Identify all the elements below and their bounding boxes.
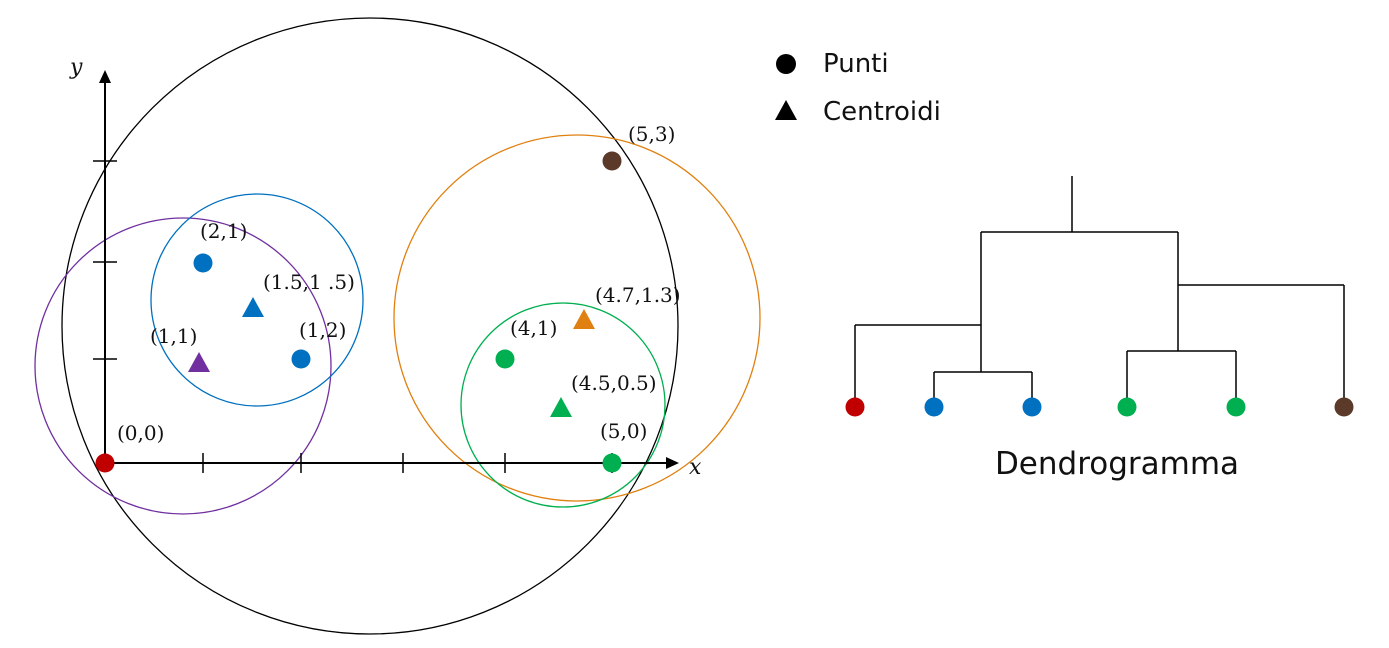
centroid-4.5-0.5 [550, 397, 572, 417]
point-1-2 [291, 349, 311, 369]
y-axis-label: y [69, 55, 83, 80]
y-axis-arrow [99, 70, 111, 83]
centroids [188, 297, 595, 417]
dendrogram [854, 176, 1345, 407]
cluster-circles [34, 17, 761, 635]
point-label: (5,3) [628, 122, 675, 146]
dendrogram-leaf-blue [924, 397, 944, 417]
centroid-labels: (1.5,1 .5) (1,1) (4.5,0.5) (4.7,1.3) [150, 270, 681, 395]
dendrogram-leaves [845, 397, 1354, 417]
centroid-4.7-1.3 [573, 309, 595, 329]
point-label: (4,1) [510, 316, 557, 340]
point-5-0 [602, 453, 622, 473]
point-5-3 [602, 151, 622, 171]
point-4-1 [495, 349, 515, 369]
centroid-1.5-1.5 [242, 297, 264, 317]
point-label: (2,1) [200, 219, 247, 243]
legend-points-label: Punti [823, 49, 889, 79]
legend-point-marker [776, 54, 796, 74]
dendrogram-leaf-red [845, 397, 865, 417]
dendrogram-leaf-green [1226, 397, 1246, 417]
x-axis-label: x [689, 455, 702, 480]
centroid-label: (4.5,0.5) [571, 371, 657, 395]
x-axis-arrow [666, 457, 679, 469]
centroid-1-1 [188, 352, 210, 372]
dendrogram-leaf-brown [1334, 397, 1354, 417]
centroid-label: (1.5,1 .5) [263, 270, 355, 294]
legend-centroid-marker [775, 100, 797, 120]
point-labels: (0,0) (2,1) (1,2) (4,1) (5,0) (5,3) [117, 122, 675, 445]
y-ticks [93, 160, 117, 360]
all-cluster-circle [61, 17, 679, 635]
green-cluster-circle [460, 302, 666, 508]
dendrogram-title: Dendrogramma [995, 446, 1239, 482]
point-0-0 [95, 453, 115, 473]
point-label: (5,0) [600, 419, 647, 443]
legend-centroids-label: Centroidi [823, 97, 941, 127]
orange-cluster-circle [393, 134, 761, 502]
centroid-label: (1,1) [150, 324, 197, 348]
point-label: (1,2) [299, 318, 346, 342]
data-points [95, 151, 622, 473]
axes [93, 70, 679, 473]
dendrogram-leaf-green [1117, 397, 1137, 417]
point-2-1 [193, 253, 213, 273]
point-label: (0,0) [117, 421, 164, 445]
centroid-label: (4.7,1.3) [595, 283, 681, 307]
legend: Punti Centroidi [775, 49, 941, 127]
dendrogram-leaf-blue [1022, 397, 1042, 417]
purple-cluster-circle [34, 217, 332, 515]
blue-cluster-circle [150, 193, 364, 407]
